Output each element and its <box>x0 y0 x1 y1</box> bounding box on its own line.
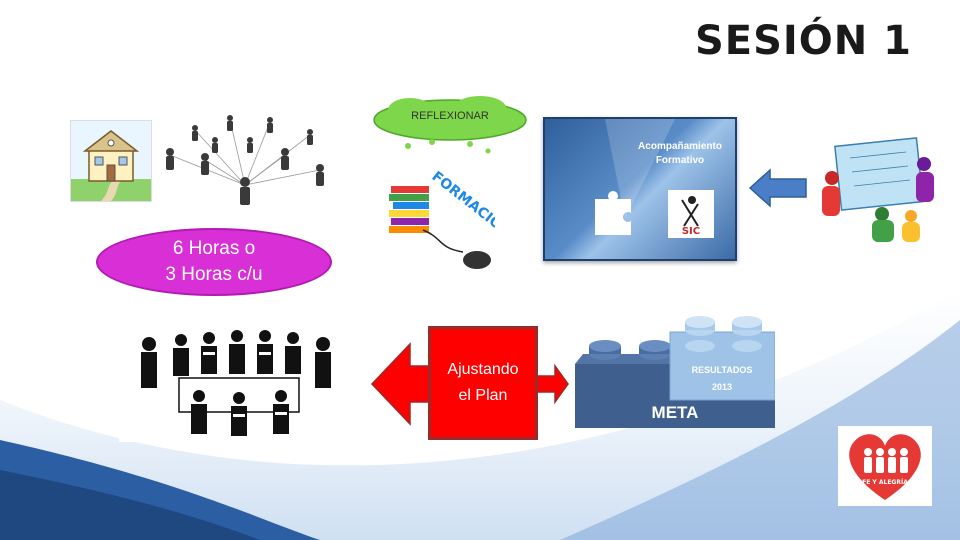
logo-text: FE Y ALEGRÍA <box>862 478 908 486</box>
acomp-line-1: Acompañamiento <box>638 141 722 152</box>
resultados-line-2: 2013 <box>711 382 733 392</box>
resultados-line-1: RESULTADOS <box>691 365 753 375</box>
acompanamiento-title: Acompañamiento Formativo <box>600 140 760 168</box>
formacion-text: FORMACIÓN <box>429 168 495 240</box>
puzzle-icon <box>595 119 675 235</box>
meeting-drawing-image <box>119 318 354 442</box>
people-network-image <box>166 115 324 205</box>
left-arrow-icon <box>748 168 807 208</box>
formacion-books-image: FORMACIÓN <box>383 168 495 276</box>
resultados-label: RESULTADOS 2013 <box>676 362 768 396</box>
reflect-label: REFLEXIONAR <box>411 110 489 122</box>
fe-y-alegria-logo: FE Y ALEGRÍA <box>838 426 932 506</box>
school-house-image <box>70 120 152 202</box>
hours-line-1: 6 Horas o <box>172 238 256 259</box>
sic-text: SIC <box>682 226 700 237</box>
plan-line-1: Ajustando <box>447 361 519 378</box>
acomp-line-2: Formativo <box>655 155 705 166</box>
meta-label: META <box>651 403 699 422</box>
hours-line-2: 3 Horas c/u <box>165 264 263 285</box>
ajustando-plan-box: Ajustando el Plan <box>428 326 538 440</box>
slide-title: SESIÓN 1 <box>694 18 912 64</box>
hours-bubble: 6 Horas o 3 Horas c/u <box>96 228 332 296</box>
acompanamiento-panel <box>543 117 737 261</box>
sic-logo: SIC <box>668 190 714 238</box>
plan-line-2: el Plan <box>458 387 508 404</box>
reflect-cloud <box>373 96 527 154</box>
team-planning-image <box>816 128 941 244</box>
lego-bricks-image <box>575 316 775 428</box>
